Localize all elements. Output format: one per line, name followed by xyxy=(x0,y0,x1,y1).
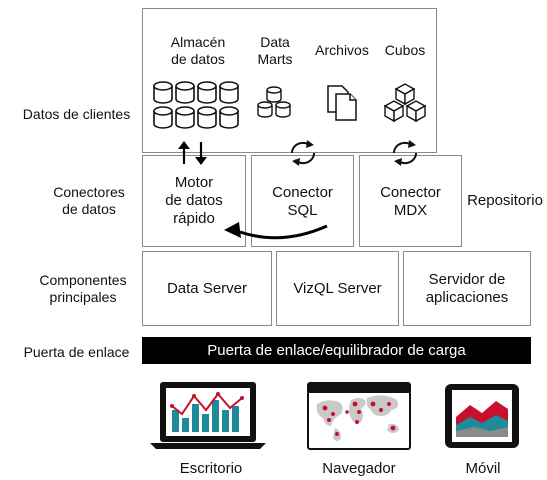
vizql-server-label: VizQL Server xyxy=(293,279,382,297)
repository-label: Repositorio xyxy=(467,192,543,209)
sql-connector-label: Conector SQL xyxy=(272,184,333,219)
laptop-icon xyxy=(150,382,266,449)
mdx-connector-box xyxy=(359,155,462,247)
sql-sync-icon xyxy=(290,140,316,166)
row-label-connectors: Conectores de datos xyxy=(53,184,125,217)
tablet-icon xyxy=(445,384,519,448)
cubes-label: Cubos xyxy=(384,42,426,58)
mdx-connector-label: Conector MDX xyxy=(380,184,441,219)
data-server-label: Data Server xyxy=(166,279,248,297)
app-server-box xyxy=(403,251,531,326)
row-label-components: Componentes principales xyxy=(39,272,127,305)
mdx-sync-icon xyxy=(392,140,418,166)
row-label-gateway: Puerta de enlace xyxy=(23,344,130,360)
extract-arrow-icon xyxy=(224,222,328,240)
fast-data-engine-label: Motor de datos rápido xyxy=(165,174,223,227)
warehouse-database-icon xyxy=(153,81,239,129)
browser-label: Navegador xyxy=(322,460,396,477)
data-marts-label: Data Marts xyxy=(257,34,293,67)
desktop-label: Escritorio xyxy=(179,460,243,477)
data-marts-icon xyxy=(257,86,291,118)
data-tier-box xyxy=(142,8,437,153)
cubes-icon xyxy=(383,83,427,123)
mobile-label: Móvil xyxy=(465,460,501,477)
browser-map-icon xyxy=(307,382,411,450)
row-label-data: Datos de clientes xyxy=(22,106,131,122)
files-label: Archivos xyxy=(315,42,369,58)
up-down-arrows-icon xyxy=(178,141,207,165)
files-icon xyxy=(327,85,357,121)
gateway-load-balancer-bar: Puerta de enlace/equilibrador de carga xyxy=(142,337,531,364)
vizql-server-box xyxy=(276,251,399,326)
warehouse-label: Almacén de datos xyxy=(170,34,226,67)
data-server-box xyxy=(142,251,272,326)
sql-connector-box xyxy=(251,155,354,247)
app-server-label: Servidor de aplicaciones xyxy=(425,270,509,306)
